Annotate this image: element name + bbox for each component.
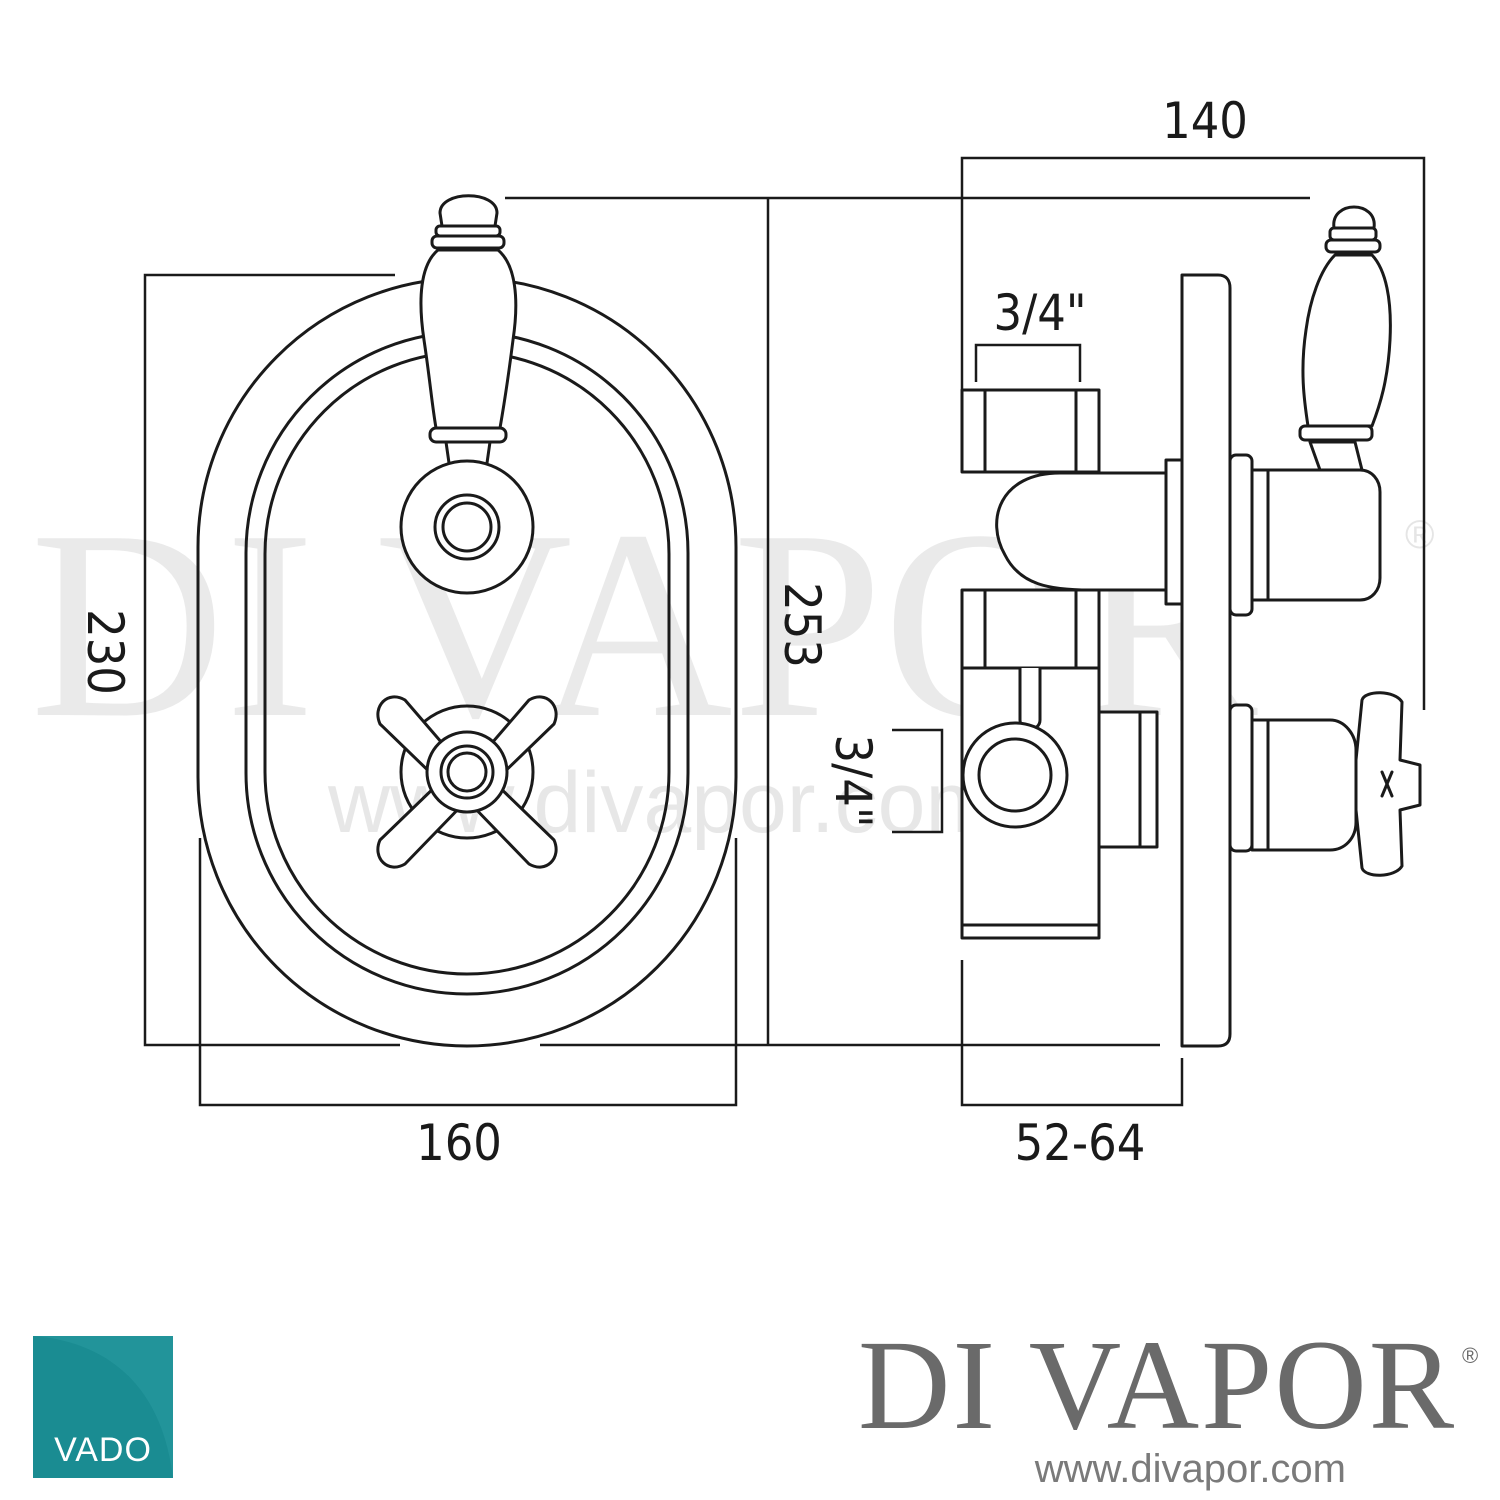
- brand-url: www.divapor.com: [1034, 1447, 1346, 1491]
- brand-name: DI VAPOR: [858, 1314, 1456, 1456]
- dim-inlet-side-label: 3/4": [824, 734, 882, 827]
- dim-inlet-top-label: 3/4": [993, 284, 1086, 342]
- side-view: 140 3/4": [824, 92, 1426, 1172]
- vado-logo-text: VADO: [54, 1431, 152, 1469]
- dim-overall-depth: 140: [960, 92, 1426, 710]
- cross-handle-icon: [376, 695, 558, 869]
- vado-logo: VADO: [33, 1336, 173, 1478]
- front-view: 230 160 253: [76, 194, 1310, 1172]
- dim-plate-width-label: 160: [416, 1114, 502, 1172]
- middle-block: [960, 588, 1101, 670]
- dim-inlet-top: 3/4": [974, 284, 1087, 382]
- brand-registered: ®: [1462, 1343, 1478, 1368]
- dim-plate-height-label: 230: [76, 609, 134, 695]
- side-cross-handle-icon: [1228, 691, 1422, 877]
- lever-handle-icon: [399, 194, 535, 595]
- diverter-spout: [995, 471, 1170, 592]
- wall-plate: [1180, 273, 1232, 1048]
- dim-total-height-label: 253: [773, 582, 831, 668]
- dim-wall-depth-label: 52-64: [1015, 1114, 1146, 1172]
- divapor-brand: DI VAPOR ® www.divapor.com: [858, 1314, 1478, 1491]
- dim-plate-width: 160: [198, 838, 738, 1172]
- lower-inlet-pin: [1018, 668, 1042, 731]
- dim-overall-depth-label: 140: [1162, 92, 1248, 150]
- cartridge-body: [1097, 710, 1159, 849]
- dim-total-height: 253: [505, 196, 1310, 1047]
- upper-inlet-block: [960, 388, 1101, 474]
- dim-inlet-side: 3/4": [824, 728, 944, 834]
- side-lever-handle-icon: [1228, 205, 1392, 617]
- dim-plate-height: 230: [76, 273, 400, 1047]
- watermark-registered: ®: [1405, 513, 1434, 557]
- dim-wall-depth: 52-64: [960, 960, 1184, 1172]
